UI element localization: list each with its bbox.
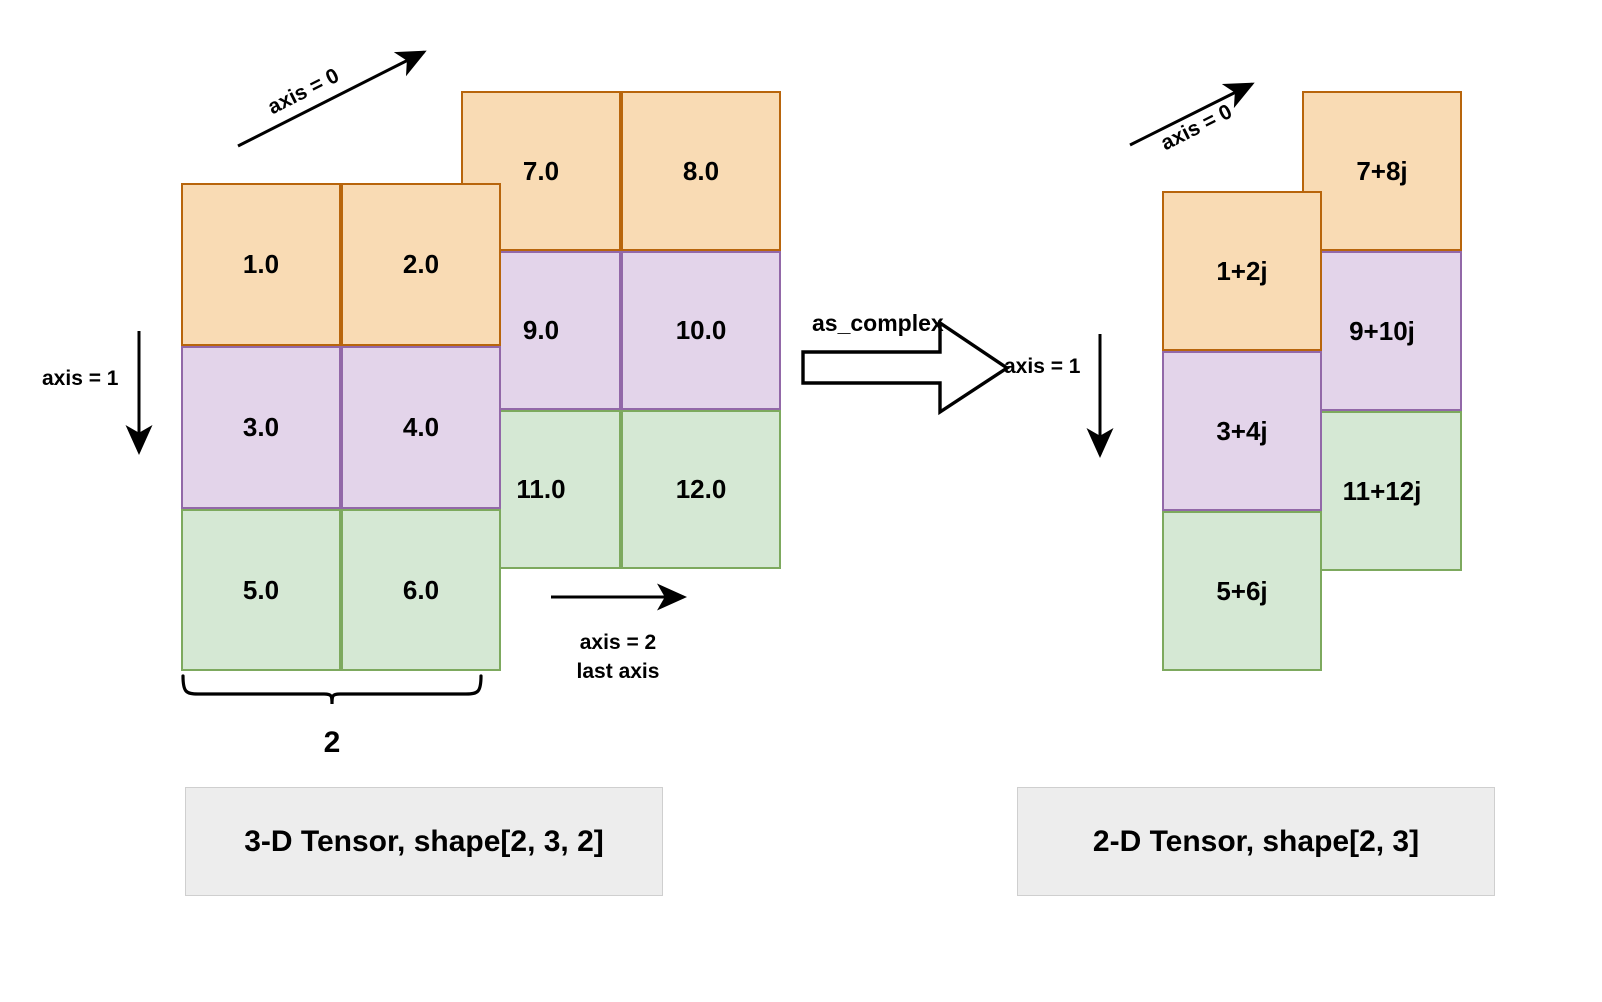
- right-axis0-label: axis = 0: [1157, 100, 1236, 156]
- left-back-cell-r1c0: 9.0: [461, 251, 621, 410]
- left-front-cell-r0c1: 2.0: [341, 183, 501, 346]
- right-back-cell-r1: 9+10j: [1302, 251, 1462, 411]
- left-shape-caption: 3-D Tensor, shape[2, 3, 2]: [185, 787, 663, 896]
- left-back-cell-r2c1: 12.0: [621, 410, 781, 569]
- left-back-cell-r0c1: 8.0: [621, 91, 781, 251]
- right-front-cell-r2: 5+6j: [1162, 511, 1322, 671]
- right-front-cell-r1: 3+4j: [1162, 351, 1322, 511]
- left-front-cell-r0c0: 1.0: [181, 183, 341, 346]
- left-axis2-sublabel: last axis: [576, 660, 660, 683]
- left-front-cell-r2c1: 6.0: [341, 509, 501, 671]
- right-back-cell-r0: 7+8j: [1302, 91, 1462, 251]
- operation-label: as_complex: [812, 310, 944, 336]
- right-front-cell-r0: 1+2j: [1162, 191, 1322, 351]
- left-dimension-size: 2: [323, 726, 341, 759]
- left-front-cell-r2c0: 5.0: [181, 509, 341, 671]
- right-back-cell-r2: 11+12j: [1302, 411, 1462, 571]
- right-shape-caption: 2-D Tensor, shape[2, 3]: [1017, 787, 1495, 896]
- left-axis1-label: axis = 1: [42, 367, 119, 390]
- left-back-cell-r1c1: 10.0: [621, 251, 781, 410]
- left-axis2-label: axis = 2: [579, 631, 657, 654]
- left-front-cell-r1c0: 3.0: [181, 346, 341, 509]
- left-front-cell-r1c1: 4.0: [341, 346, 501, 509]
- right-axis1-label: axis = 1: [1004, 355, 1081, 378]
- left-axis0-label: axis = 0: [264, 64, 343, 120]
- dimension-brace: [181, 674, 483, 705]
